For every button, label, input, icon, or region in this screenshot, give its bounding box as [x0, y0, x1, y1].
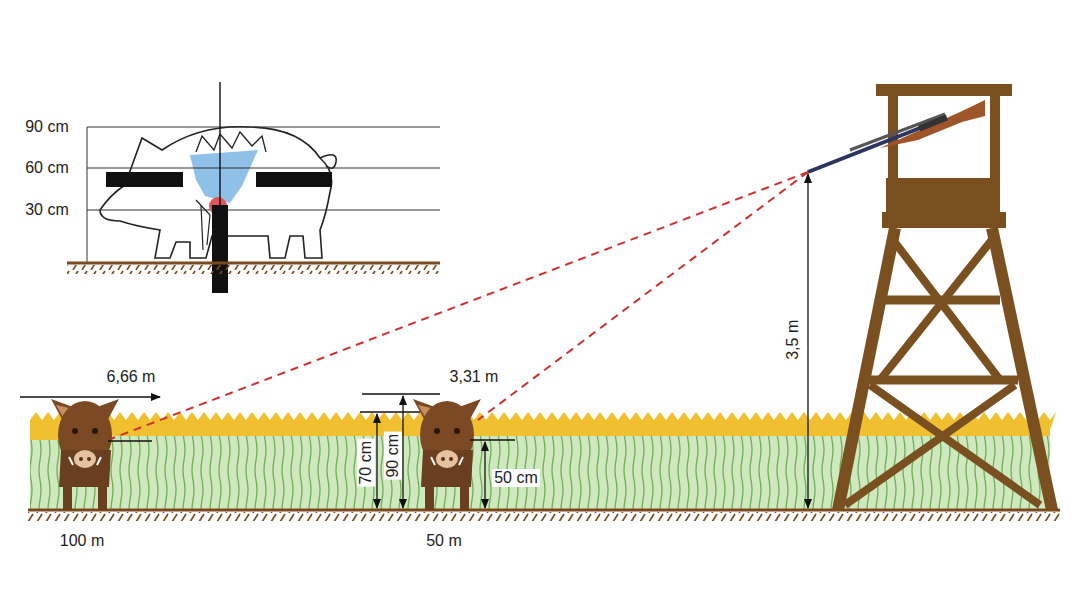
dimension-label: 70 cm — [357, 439, 375, 487]
dimension-label: 90 cm — [384, 432, 402, 480]
dimension-label: 50 m — [424, 532, 464, 550]
dimension-label: 3,5 m — [784, 318, 802, 362]
rifle — [808, 100, 985, 172]
dimension-label: 60 cm — [23, 159, 71, 177]
dimension-label: 50 cm — [492, 469, 540, 487]
dimension-label: 3,31 m — [448, 368, 501, 386]
dimension-label: 90 cm — [23, 118, 71, 136]
scope-inset — [67, 82, 440, 293]
boar — [413, 399, 481, 510]
dimension-label: 30 cm — [23, 201, 71, 219]
dimension-lines — [20, 174, 808, 508]
dimension-label: 6,66 m — [105, 368, 158, 386]
boar — [51, 399, 119, 510]
dimension-label: 100 m — [58, 532, 106, 550]
